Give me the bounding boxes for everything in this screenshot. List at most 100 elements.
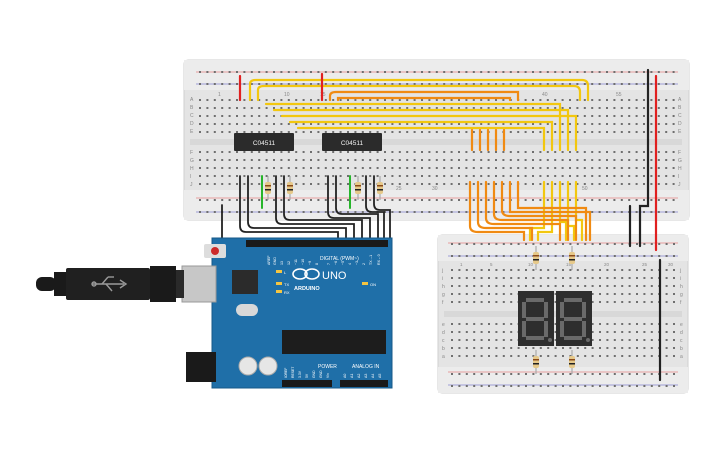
svg-text:1: 1 xyxy=(460,262,463,267)
svg-text:~5: ~5 xyxy=(341,261,345,265)
led-rx-label: RX xyxy=(284,290,290,295)
svg-text:H: H xyxy=(190,166,194,172)
svg-text:A0: A0 xyxy=(343,374,347,378)
svg-text:h: h xyxy=(680,284,683,290)
power-header[interactable] xyxy=(282,380,332,387)
svg-text:G: G xyxy=(678,158,682,164)
chip-2[interactable]: C04511 xyxy=(322,133,382,151)
led-l xyxy=(276,270,282,273)
svg-text:e: e xyxy=(442,322,445,328)
segments-1 xyxy=(522,298,552,342)
svg-text:j: j xyxy=(441,268,443,274)
svg-text:A: A xyxy=(678,97,682,103)
digital-pin-labels: AREF GND 13 12 ~11 ~10 ~9 8 7 ~6 ~5 4 ~3… xyxy=(267,254,381,265)
brand-label: ARDUINO xyxy=(294,286,320,292)
power-label: POWER xyxy=(318,364,337,370)
black-signal-wires[interactable] xyxy=(221,175,391,251)
chip-1[interactable]: C04511 xyxy=(234,133,294,151)
svg-text:RX←0: RX←0 xyxy=(377,254,381,265)
small-breadboard-col-numbers: 1 5 10 15 20 25 30 xyxy=(460,262,674,267)
power-wires[interactable] xyxy=(238,68,662,382)
svg-text:f: f xyxy=(680,300,682,306)
segments-2 xyxy=(560,298,590,342)
svg-text:B: B xyxy=(678,105,682,111)
svg-text:7: 7 xyxy=(327,263,331,265)
svg-text:10: 10 xyxy=(284,92,290,98)
svg-text:10: 10 xyxy=(528,262,534,267)
usb-icon xyxy=(91,276,128,292)
svg-text:GND: GND xyxy=(312,370,316,378)
led-on xyxy=(362,282,368,285)
svg-text:C: C xyxy=(190,113,194,119)
svg-text:5V: 5V xyxy=(305,373,309,378)
svg-text:2: 2 xyxy=(362,263,366,265)
svg-text:1: 1 xyxy=(218,92,221,98)
svg-text:f: f xyxy=(442,300,444,306)
resistor-1 xyxy=(265,176,271,200)
reset-button-cap[interactable] xyxy=(211,247,219,255)
led-rx xyxy=(276,290,282,293)
svg-text:~11: ~11 xyxy=(294,259,298,265)
led-l-label: L xyxy=(284,270,287,275)
svg-text:30: 30 xyxy=(668,262,674,267)
breadboard-row-letters: A B C D E F G H I J A B C D E F G H I J xyxy=(190,97,682,188)
svg-text:I: I xyxy=(678,174,679,180)
svg-text:GND: GND xyxy=(273,257,277,265)
resistor-8 xyxy=(569,350,575,374)
svg-text:3.3V: 3.3V xyxy=(298,370,302,378)
svg-text:c: c xyxy=(442,338,445,344)
svg-text:A4: A4 xyxy=(371,374,375,378)
svg-text:20: 20 xyxy=(604,262,610,267)
capacitor-1 xyxy=(238,356,258,376)
svg-text:55: 55 xyxy=(616,92,622,98)
svg-text:g: g xyxy=(442,292,445,298)
usb-cable[interactable] xyxy=(36,266,184,302)
svg-text:GND: GND xyxy=(319,370,323,378)
main-breadboard[interactable]: 1 10 15 25 30 40 50 55 A B C D E F G H I… xyxy=(183,59,690,221)
small-breadboard-row-letters: j i h g f e d c b a j i h g f e d c b a xyxy=(441,268,683,360)
atmega-chip xyxy=(282,330,386,354)
svg-text:c: c xyxy=(680,338,683,344)
svg-text:A2: A2 xyxy=(357,374,361,378)
svg-text:~9: ~9 xyxy=(308,261,312,265)
resistor-2 xyxy=(287,176,293,200)
arduino-uno[interactable]: UNO ARDUINO DIGITAL (PWM~) POWER ANALOG … xyxy=(181,237,393,389)
green-wires[interactable] xyxy=(261,175,351,209)
svg-text:J: J xyxy=(190,182,193,188)
svg-text:b: b xyxy=(442,346,445,352)
svg-text:30: 30 xyxy=(432,186,438,192)
resistor-4 xyxy=(377,176,383,200)
svg-text:a: a xyxy=(442,354,445,360)
analog-label: ANALOG IN xyxy=(352,364,380,370)
orange-wires[interactable] xyxy=(328,90,592,242)
svg-text:H: H xyxy=(678,166,682,172)
svg-text:J: J xyxy=(678,182,681,188)
svg-text:i: i xyxy=(442,276,443,282)
svg-text:TX→1: TX→1 xyxy=(369,255,373,265)
svg-text:8: 8 xyxy=(315,263,319,265)
crystal xyxy=(236,304,258,316)
seven-segment-display-2[interactable] xyxy=(556,291,592,346)
svg-text:A1: A1 xyxy=(350,374,354,378)
power-pin-labels: IOREF RESET 3.3V 5V GND GND Vin xyxy=(284,367,330,378)
svg-text:I: I xyxy=(190,174,191,180)
svg-text:25: 25 xyxy=(642,262,648,267)
svg-text:F: F xyxy=(678,150,681,156)
svg-text:Vin: Vin xyxy=(326,373,330,378)
digital-label: DIGITAL (PWM~) xyxy=(320,256,359,262)
resistor-7 xyxy=(533,350,539,374)
svg-text:~10: ~10 xyxy=(301,259,305,265)
digital-header[interactable] xyxy=(246,240,388,247)
analog-header[interactable] xyxy=(340,380,388,387)
resistors-display[interactable] xyxy=(533,246,575,374)
resistor-3 xyxy=(355,176,361,200)
svg-text:~6: ~6 xyxy=(334,261,338,265)
resistors-main[interactable] xyxy=(265,176,383,200)
led-tx xyxy=(276,282,282,285)
usb-chip xyxy=(232,270,258,294)
svg-text:D: D xyxy=(678,121,682,127)
yellow-wires[interactable] xyxy=(248,78,590,242)
seven-segment-display-1[interactable] xyxy=(518,291,554,346)
svg-text:a: a xyxy=(680,354,683,360)
svg-text:IOREF: IOREF xyxy=(284,368,288,378)
